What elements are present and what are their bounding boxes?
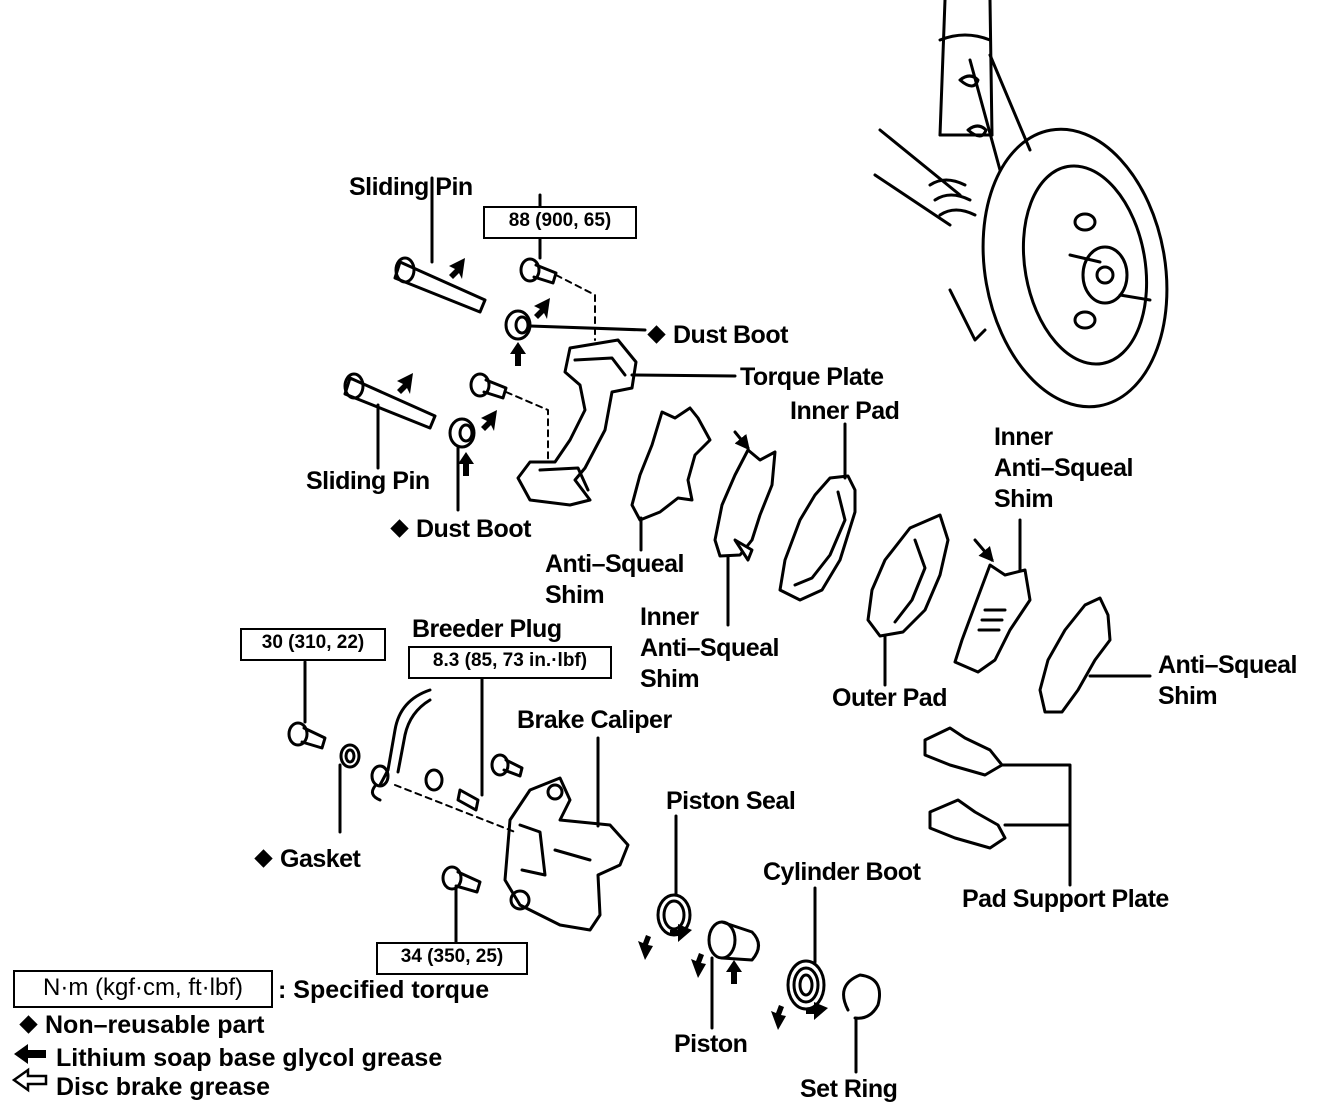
non-reusable-diamond-icon xyxy=(647,325,666,344)
label-dust-boot-bottom: Dust Boot xyxy=(390,514,531,545)
legend-unit-box: N·m (kgf·cm, ft·lbf) xyxy=(13,970,273,1008)
torque-box-torque-plate-bolt: 88 (900, 65) xyxy=(483,206,637,239)
lower-sliding-pin xyxy=(343,372,437,470)
label-inner-anti-squeal-shim-right: Inner Anti–Squeal Shim xyxy=(994,423,1133,513)
non-reusable-diamond-icon xyxy=(19,1015,38,1034)
brake-caliper xyxy=(503,736,630,932)
label-torque-plate: Torque Plate xyxy=(740,363,884,391)
label-anti-squeal-shim-right: Anti–Squeal Shim xyxy=(1158,651,1297,710)
label-dust-boot-top: Dust Boot xyxy=(647,320,788,351)
label-sliding-pin-top: Sliding Pin xyxy=(349,173,473,201)
pad-support-plates xyxy=(923,726,1072,887)
torque-plate xyxy=(516,338,737,507)
legend-non-reusable: Non–reusable part xyxy=(19,1010,265,1040)
legend-disc-grease: Disc brake grease xyxy=(56,1073,271,1101)
label-set-ring: Set Ring xyxy=(800,1075,898,1103)
outer-pad xyxy=(866,513,950,687)
label-brake-caliper: Brake Caliper xyxy=(517,706,672,734)
brake-hose xyxy=(370,688,432,802)
torque-box-breeder-plug: 8.3 (85, 73 in.·lbf) xyxy=(408,646,612,679)
upper-sliding-pin xyxy=(393,176,487,314)
legend-lithium-grease: Lithium soap base glycol grease xyxy=(56,1044,443,1072)
torque-box-union-bolt: 30 (310, 22) xyxy=(240,628,386,661)
label-anti-squeal-shim-left: Anti–Squeal Shim xyxy=(545,550,684,609)
label-inner-pad: Inner Pad xyxy=(790,397,900,425)
legend-specified-torque: : Specified torque xyxy=(278,976,490,1004)
label-inner-anti-squeal-shim-middle: Inner Anti–Squeal Shim xyxy=(640,603,779,693)
non-reusable-diamond-icon xyxy=(254,849,273,868)
anti-squeal-shim-left xyxy=(630,406,712,552)
piston xyxy=(707,920,760,1030)
label-breeder-plug: Breeder Plug xyxy=(412,615,562,643)
label-sliding-pin-bottom: Sliding Pin xyxy=(306,467,430,495)
torque-box-caliper-bolt: 34 (350, 25) xyxy=(376,942,528,975)
legend-icons xyxy=(11,1044,48,1093)
non-reusable-diamond-icon xyxy=(390,519,409,538)
anti-squeal-shim-right xyxy=(1038,596,1152,714)
label-cylinder-boot: Cylinder Boot xyxy=(763,858,921,886)
label-pad-support-plate: Pad Support Plate xyxy=(962,885,1169,913)
inner-anti-squeal-shim-middle xyxy=(713,430,777,627)
inner-pad xyxy=(778,422,857,602)
inner-anti-squeal-shim-right xyxy=(953,518,1032,674)
strut-hub-disc xyxy=(873,0,1169,409)
label-outer-pad: Outer Pad xyxy=(832,684,947,712)
label-gasket: Gasket xyxy=(254,844,361,875)
label-piston-seal: Piston Seal xyxy=(666,787,796,815)
label-piston: Piston xyxy=(674,1030,748,1058)
